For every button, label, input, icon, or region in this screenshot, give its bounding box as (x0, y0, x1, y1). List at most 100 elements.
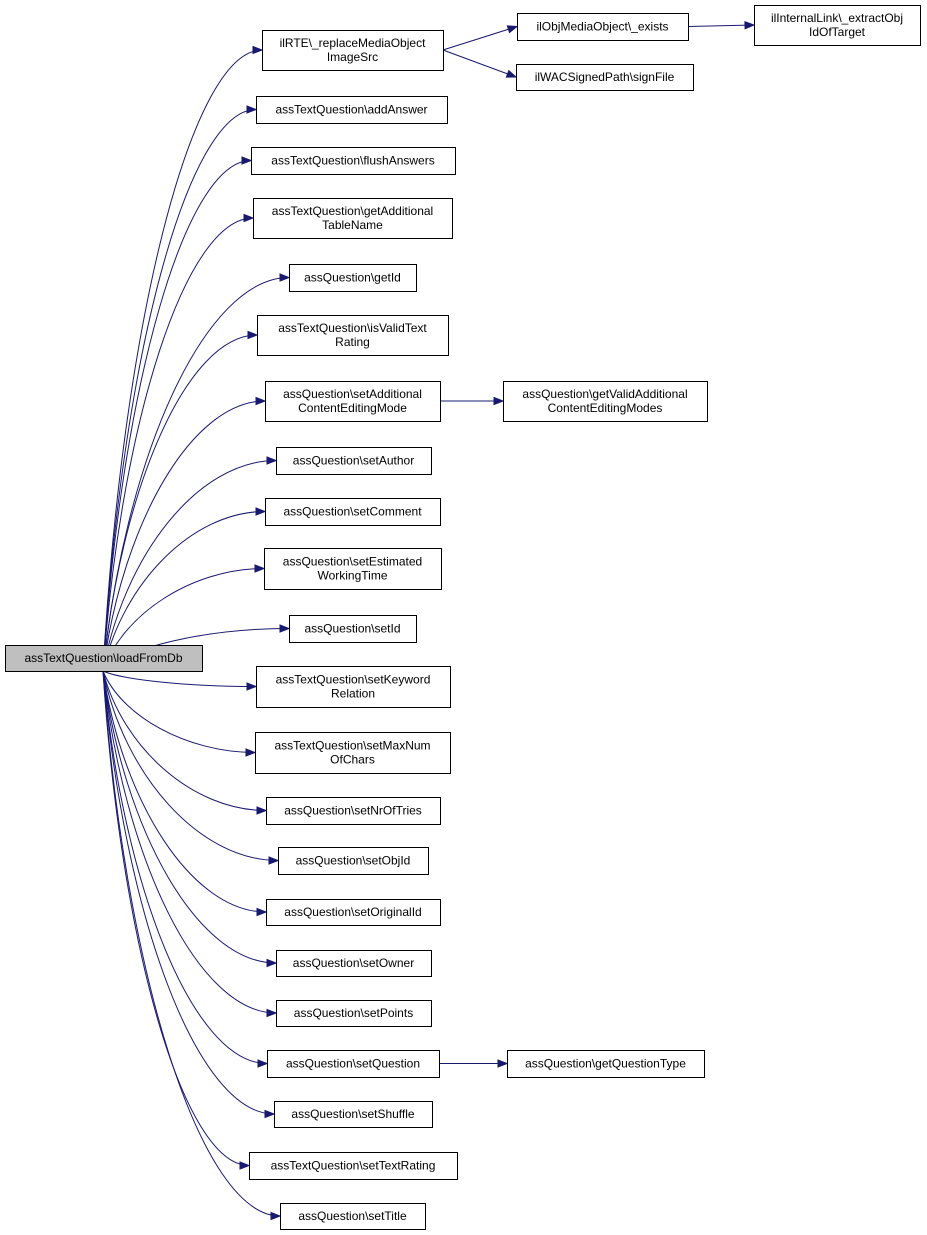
node-label: assQuestion\setShuffle (291, 1107, 415, 1121)
arrowhead (505, 69, 518, 78)
node-flush-answers[interactable]: assTextQuestion\flushAnswers (251, 147, 456, 175)
node-set-author[interactable]: assQuestion\setAuthor (276, 447, 432, 475)
arrowhead (493, 396, 505, 406)
node-sign-file[interactable]: ilWACSignedPath\signFile (516, 64, 694, 91)
edge-root-to-set-author (102, 460, 277, 672)
node-label: ilRTE\_replaceMediaObject (280, 36, 427, 50)
node-label: assTextQuestion\isValidText (278, 321, 427, 335)
node-label: assQuestion\setQuestion (286, 1057, 420, 1071)
node-box (278, 847, 429, 875)
node-box (754, 5, 921, 46)
arrowhead (497, 1059, 509, 1068)
node-set-original-id[interactable]: assQuestion\setOriginalId (266, 899, 441, 926)
node-set-obj-id[interactable]: assQuestion\setObjId (278, 847, 429, 875)
node-box (267, 1050, 440, 1078)
node-root[interactable]: assTextQuestion\loadFromDb (5, 645, 203, 672)
edge-root-to-add-answer (102, 109, 257, 672)
node-label: ContentEditingModes (548, 401, 663, 415)
node-label: IdOfTarget (809, 25, 866, 39)
node-set-text-rating[interactable]: assTextQuestion\setTextRating (249, 1152, 458, 1180)
node-box (274, 1101, 433, 1128)
node-label: assQuestion\setPoints (294, 1006, 413, 1020)
arrowhead (266, 1008, 278, 1018)
node-box (265, 381, 441, 422)
node-box (257, 315, 449, 356)
arrowhead (264, 1109, 276, 1119)
node-set-shuffle[interactable]: assQuestion\setShuffle (274, 1101, 433, 1128)
arrowhead (255, 396, 267, 406)
node-set-additional-cem[interactable]: assQuestion\setAdditionalContentEditingM… (265, 381, 441, 422)
node-label: ImageSrc (327, 50, 378, 64)
edges-layer (102, 20, 756, 1221)
node-add-answer[interactable]: assTextQuestion\addAnswer (256, 96, 448, 124)
arrowhead (256, 806, 268, 815)
node-get-question-type[interactable]: assQuestion\getQuestionType (507, 1050, 705, 1078)
node-media-exists[interactable]: ilObjMediaObject\_exists (517, 13, 689, 41)
node-box (289, 264, 417, 292)
node-get-id[interactable]: assQuestion\getId (289, 264, 417, 292)
edge-replace-media-to-sign-file (442, 49, 517, 78)
arrowhead (270, 1211, 282, 1221)
arrowhead (268, 856, 280, 865)
edge-root-to-set-title (102, 670, 281, 1217)
node-set-points[interactable]: assQuestion\setPoints (276, 1000, 432, 1027)
edge-root-to-get-additional-table-name (102, 217, 254, 672)
arrowhead (241, 156, 253, 165)
node-box (276, 1000, 432, 1027)
node-box (262, 30, 444, 71)
arrowhead (256, 907, 268, 917)
node-box (276, 447, 432, 475)
arrowhead (279, 273, 291, 282)
node-box (266, 797, 441, 825)
node-box (266, 899, 441, 926)
node-set-question[interactable]: assQuestion\setQuestion (267, 1050, 440, 1078)
edge-root-to-is-valid-text-rating (102, 334, 258, 672)
node-box (516, 64, 694, 91)
node-box (253, 198, 453, 239)
arrowhead (246, 682, 258, 691)
edge-root-to-set-comment (102, 511, 266, 672)
node-box (289, 615, 417, 643)
node-box (507, 1050, 705, 1078)
arrowhead (239, 1161, 251, 1170)
node-label: OfChars (330, 753, 375, 767)
node-set-title[interactable]: assQuestion\setTitle (280, 1203, 426, 1230)
node-set-id[interactable]: assQuestion\setId (289, 615, 417, 643)
edge-root-to-set-shuffle (102, 670, 275, 1115)
node-label: assQuestion\setNrOfTries (284, 804, 422, 818)
arrowhead (266, 456, 278, 465)
arrowhead (254, 564, 266, 573)
node-get-valid-additional-cem[interactable]: assQuestion\getValidAdditionalContentEdi… (503, 381, 708, 422)
arrowhead (279, 624, 291, 633)
node-set-owner[interactable]: assQuestion\setOwner (276, 950, 432, 977)
node-label: assQuestion\getQuestionType (525, 1057, 686, 1071)
arrowhead (243, 213, 255, 223)
node-label: assQuestion\getValidAdditional (522, 387, 687, 401)
node-label: assTextQuestion\loadFromDb (24, 651, 182, 665)
edge-root-to-set-points (102, 670, 277, 1014)
node-set-nr-of-tries[interactable]: assQuestion\setNrOfTries (266, 797, 441, 825)
node-label: WorkingTime (317, 569, 387, 583)
node-set-comment[interactable]: assQuestion\setComment (265, 498, 441, 526)
edge-root-to-set-question (102, 670, 268, 1064)
node-label: assTextQuestion\setMaxNum (274, 739, 430, 753)
edge-media-exists-to-extract-obj-id (687, 24, 755, 27)
node-label: assTextQuestion\getAdditional (272, 204, 433, 218)
edge-root-to-flush-answers (102, 160, 252, 672)
node-box (264, 548, 442, 590)
node-label: assTextQuestion\setKeyword (276, 673, 431, 687)
edge-root-to-set-nr-of-tries (102, 670, 267, 811)
edge-root-to-set-keyword-relation (102, 670, 257, 687)
edge-root-to-set-owner (102, 670, 277, 964)
node-box (251, 147, 456, 175)
node-label: assQuestion\setAuthor (293, 454, 414, 468)
node-label: ContentEditingMode (298, 401, 407, 415)
edge-root-to-replace-media (102, 49, 263, 672)
